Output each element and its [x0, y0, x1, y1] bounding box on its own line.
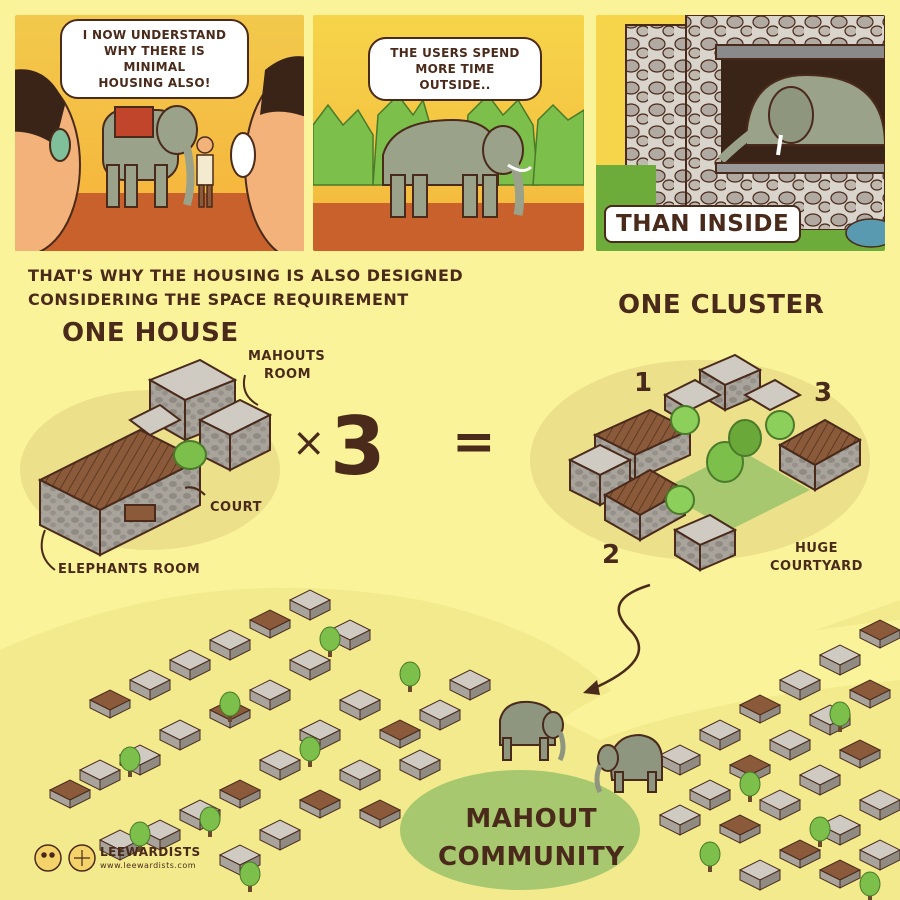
- mahouts-room-label: MAHOUTS ROOM: [248, 348, 325, 384]
- logo-text: LEEWARDISTS www.leewardists.com: [100, 846, 201, 872]
- cluster-number-1: 1: [634, 368, 653, 398]
- label-line: MAHOUT: [438, 800, 625, 838]
- label-line: HUGE: [770, 540, 863, 558]
- cluster-arrow: [590, 585, 650, 690]
- mahout-community-label: MAHOUT COMMUNITY: [438, 800, 625, 876]
- times-sign: ×: [292, 420, 326, 466]
- label-line: COMMUNITY: [438, 838, 625, 876]
- huge-courtyard-label: HUGE COURTYARD: [770, 540, 863, 576]
- elephants-room-label: ELEPHANTS ROOM: [58, 562, 200, 577]
- one-house-drawing: [20, 360, 280, 555]
- equals-sign: =: [452, 412, 496, 472]
- one-cluster-title: ONE CLUSTER: [618, 290, 824, 320]
- one-house-title: ONE HOUSE: [62, 318, 239, 348]
- label-line: COURTYARD: [770, 558, 863, 576]
- cluster-number-2: 2: [602, 540, 621, 570]
- logo-name: LEEWARDISTS: [100, 846, 201, 859]
- label-line: ROOM: [248, 366, 325, 384]
- cluster-number-3: 3: [814, 378, 833, 408]
- multiplier-three: 3: [330, 400, 386, 493]
- logo-url: www.leewardists.com: [100, 859, 201, 872]
- court-label: COURT: [210, 500, 262, 515]
- label-line: MAHOUTS: [248, 348, 325, 366]
